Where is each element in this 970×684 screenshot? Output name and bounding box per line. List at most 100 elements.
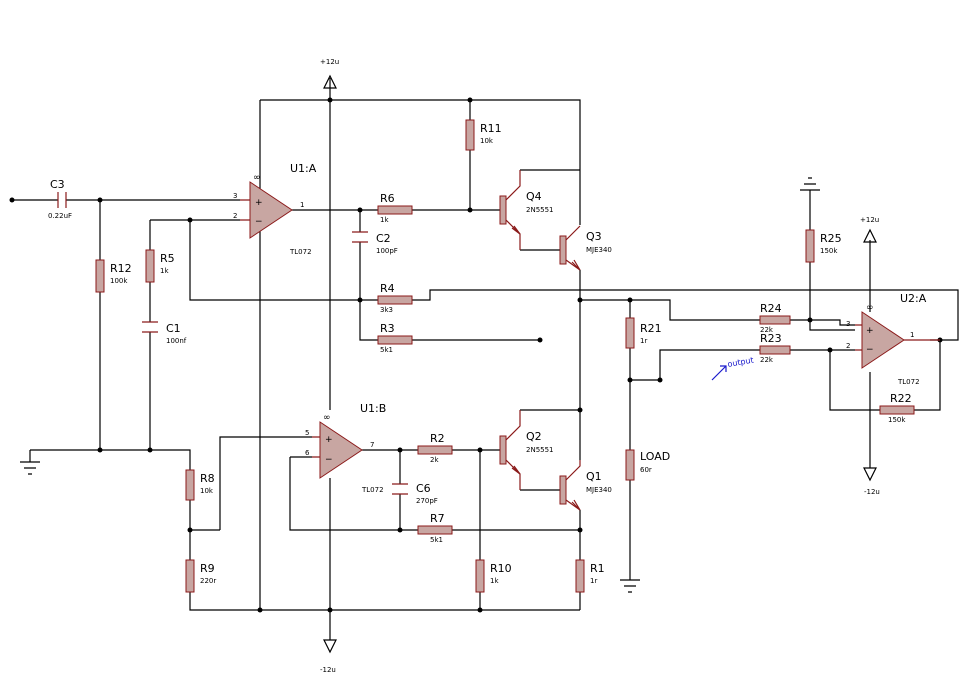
- resistor-r7: R7 5k1: [417, 512, 453, 544]
- capacitor-ref: C3: [50, 178, 65, 191]
- opamp-ref: U2:A: [900, 292, 927, 305]
- infinity-symbol: ∞: [323, 413, 331, 423]
- resistor-value: 1k: [160, 267, 169, 275]
- capacitor-c3: C3 0.22uF: [48, 178, 72, 220]
- junction: [97, 447, 103, 453]
- transistor-ref: Q1: [586, 470, 602, 483]
- opamp-value: TL072: [361, 486, 384, 494]
- capacitor-c6: C6 270pF: [392, 482, 438, 505]
- capacitor-value: 270pF: [416, 497, 438, 505]
- power-symbols: +12u -12u +12u -12u: [20, 58, 880, 674]
- wire-u1b-pos: [219, 436, 312, 530]
- resistor-ref: R2: [430, 432, 445, 445]
- resistor-value: 220r: [200, 577, 216, 585]
- vcc-arrow-icon: [863, 228, 877, 243]
- resistor-r24: R24 22k: [759, 302, 791, 334]
- resistor-ref: R24: [760, 302, 782, 315]
- pin-label: 5: [305, 429, 309, 437]
- capacitor-ref: C2: [376, 232, 391, 245]
- pin-label: 1: [910, 331, 914, 339]
- transistor-q4: Q4 2N5551: [499, 170, 554, 250]
- wire-output-node: [580, 299, 855, 326]
- ground-icon: [20, 461, 40, 475]
- opamp-u1b: + − ∞ 5 6 7 U1:B TL072: [305, 402, 386, 494]
- resistor-value: 1r: [590, 577, 597, 585]
- resistor-load: LOAD 60r: [625, 449, 670, 481]
- resistor-value: 5k1: [380, 346, 393, 354]
- minus-sign: −: [325, 455, 333, 465]
- wire-r8-r9: [189, 500, 580, 611]
- transistor-value: 2N5551: [526, 446, 554, 454]
- plus-sign: +: [255, 198, 263, 208]
- resistor-r21: R21 1r: [625, 317, 662, 349]
- pin-label: 2: [846, 342, 850, 350]
- resistor-value: 150k: [888, 416, 906, 424]
- junction: [147, 447, 153, 453]
- vee-label: -12u: [320, 666, 336, 674]
- pin-label: 6: [305, 449, 310, 457]
- capacitor-ref: C1: [166, 322, 181, 335]
- resistor-r3: R3 5k1: [377, 322, 413, 354]
- infinity-symbol: ∞: [253, 173, 261, 183]
- resistor-r25: R25 150k: [805, 229, 842, 263]
- resistor-r23: R23 22k: [759, 332, 791, 364]
- vcc-arrow-icon: [323, 74, 337, 89]
- resistor-value: 2k: [430, 456, 439, 464]
- junction: [327, 97, 333, 103]
- capacitor-value: 0.22uF: [48, 212, 72, 220]
- minus-sign: −: [866, 345, 874, 355]
- probe-arrow-icon: [711, 365, 727, 381]
- vee-arrow-icon: [323, 639, 337, 654]
- vcc-label: +12u: [320, 58, 339, 66]
- resistor-value: 3k3: [380, 306, 393, 314]
- transistor-ref: Q3: [586, 230, 602, 243]
- junction: [577, 527, 583, 533]
- resistor-ref: R4: [380, 282, 395, 295]
- resistor-ref: R10: [490, 562, 512, 575]
- resistor-r10: R10 1k: [475, 559, 512, 593]
- resistor-ref: R8: [200, 472, 215, 485]
- wire-c2: [359, 210, 540, 341]
- resistor-value: 10k: [200, 487, 214, 495]
- wire-u2a-fb: [829, 340, 941, 411]
- pin-label: 1: [300, 201, 304, 209]
- wire-fb-r4: [189, 220, 959, 341]
- transistor-q3: Q3 MJE340: [559, 225, 612, 271]
- transistor-value: MJE340: [586, 486, 612, 494]
- ground-icon: [800, 177, 820, 191]
- resistor-r22: R22 150k: [879, 392, 915, 424]
- resistor-r8: R8 10k: [185, 469, 215, 501]
- resistor-r6: R6 1k: [377, 192, 413, 224]
- pin-label: 7: [370, 441, 374, 449]
- resistor-r1: R1 1r: [575, 559, 605, 593]
- junction: [627, 297, 633, 303]
- junction: [577, 407, 583, 413]
- resistor-ref: R5: [160, 252, 175, 265]
- wire-gnd-bus: [29, 449, 191, 470]
- junction: [257, 607, 263, 613]
- resistor-value: 22k: [760, 356, 774, 364]
- junction: [477, 447, 483, 453]
- pin-label: 3: [846, 320, 850, 328]
- resistor-ref: R21: [640, 322, 662, 335]
- resistor-value: 1k: [380, 216, 389, 224]
- junction: [467, 207, 473, 213]
- ground-icon: [620, 579, 640, 593]
- pin-label: 3: [233, 192, 237, 200]
- resistor-value: 150k: [820, 247, 838, 255]
- resistor-r9: R9 220r: [185, 559, 216, 593]
- junction: [807, 317, 813, 323]
- junction: [467, 97, 473, 103]
- resistor-ref: R6: [380, 192, 395, 205]
- minus-sign: −: [255, 217, 263, 227]
- junction: [477, 607, 483, 613]
- junction: [9, 197, 15, 203]
- wire-top-rail: [259, 99, 581, 610]
- resistor-ref: R23: [760, 332, 782, 345]
- vcc-label-u2: +12u: [860, 216, 879, 224]
- resistor-ref: R22: [890, 392, 912, 405]
- wire-sense: [630, 349, 855, 381]
- plus-sign: +: [866, 326, 874, 336]
- wire-r25: [809, 190, 855, 331]
